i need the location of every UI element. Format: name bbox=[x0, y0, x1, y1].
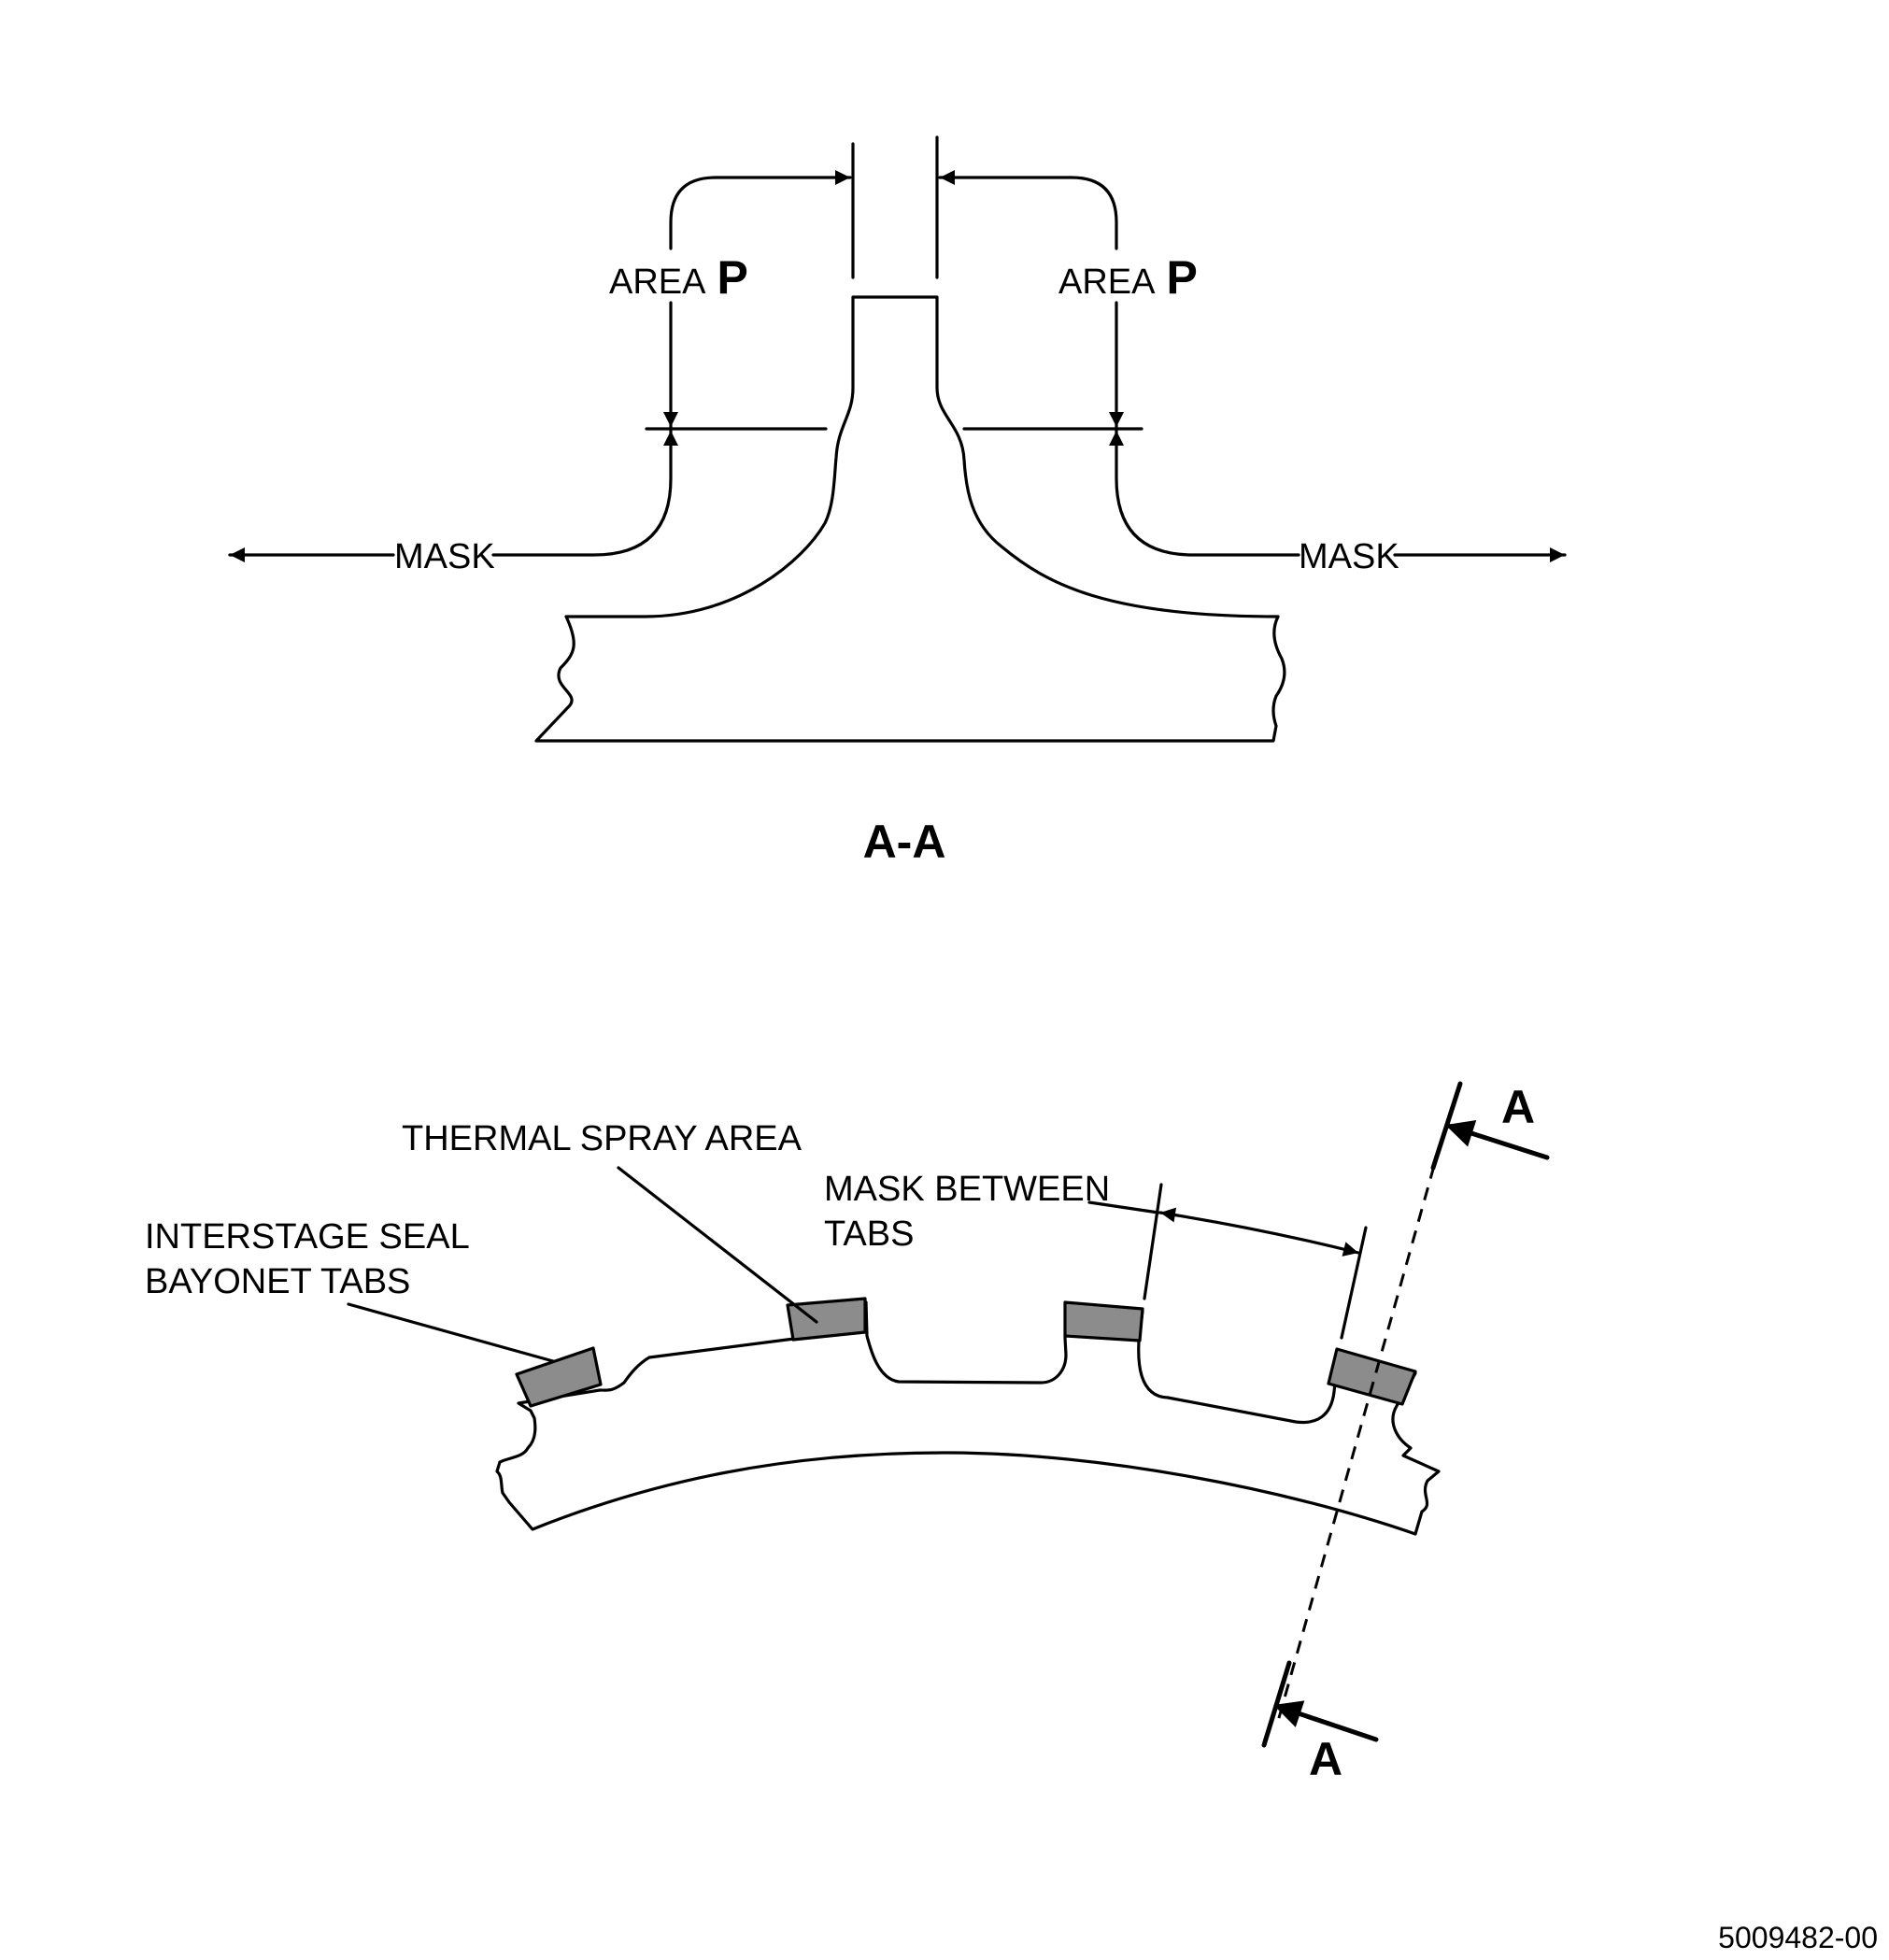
bayonet-tabs-label-line2: BAYONET TABS bbox=[145, 1262, 410, 1301]
seal-ring-outline bbox=[495, 1300, 1441, 1536]
seal-tooth-profile bbox=[534, 295, 1286, 743]
bayonet-tab-4 bbox=[1327, 1347, 1417, 1406]
dimension-arrow-left bbox=[669, 170, 852, 250]
section-cut-line bbox=[1275, 1165, 1436, 1726]
section-arrow-top bbox=[1445, 1119, 1550, 1160]
dimension-arrow-right bbox=[938, 170, 1118, 250]
thermal-spray-area-label: THERMAL SPRAY AREA bbox=[402, 1119, 802, 1158]
bayonet-tab-1 bbox=[515, 1346, 603, 1408]
mask-between-extension-right bbox=[1340, 1226, 1368, 1340]
figure-number: 5009482-00 bbox=[1718, 1921, 1878, 1954]
section-arrow-bottom bbox=[1273, 1700, 1379, 1742]
mask-label-right: MASK bbox=[1299, 537, 1399, 576]
mask-label-left: MASK bbox=[394, 537, 495, 576]
mask-leader-left bbox=[491, 429, 678, 557]
mask-between-extension-left bbox=[1143, 1183, 1163, 1300]
mask-between-dimension-arc bbox=[1158, 1207, 1360, 1257]
mask-between-tabs-label-line2: TABS bbox=[824, 1214, 914, 1254]
section-marker-bottom: A bbox=[1309, 1733, 1342, 1785]
section-marker-top: A bbox=[1501, 1081, 1535, 1133]
section-title: A-A bbox=[863, 816, 946, 868]
bayonet-tab-3 bbox=[1063, 1300, 1144, 1342]
thermal-spray-leader bbox=[617, 1166, 818, 1324]
plan-view: A A THERMAL SPRAY AREA MASK BETWEEN TABS… bbox=[145, 1081, 1550, 1785]
mask-between-leader bbox=[1087, 1200, 1160, 1214]
mask-between-tabs-label-line1: MASK BETWEEN bbox=[824, 1170, 1110, 1209]
bayonet-tabs-leader bbox=[347, 1302, 555, 1363]
bayonet-tabs-label-line1: INTERSTAGE SEAL bbox=[145, 1217, 470, 1257]
bayonet-tab-2 bbox=[786, 1297, 867, 1342]
mask-leader-right bbox=[1109, 429, 1300, 557]
